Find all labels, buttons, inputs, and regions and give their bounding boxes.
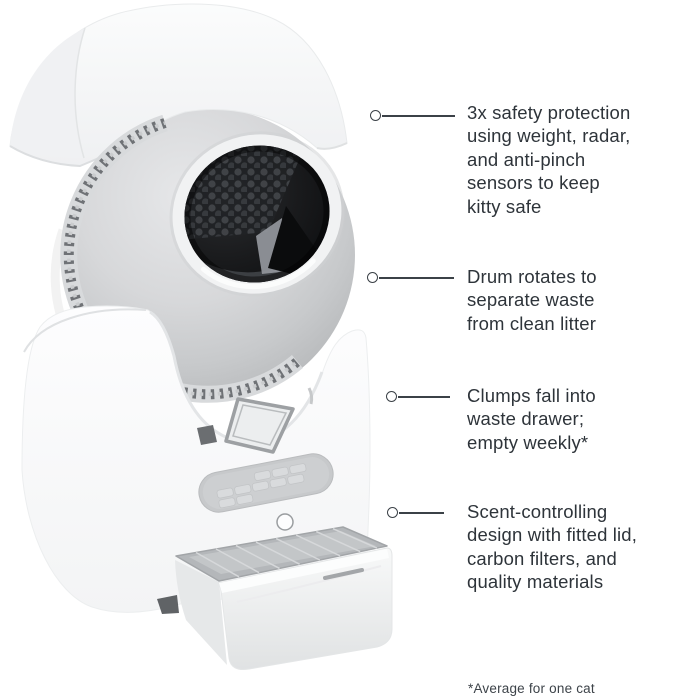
callout-dot-icon (370, 110, 381, 121)
callout-dot-icon (387, 507, 398, 518)
callout-dot-icon (386, 391, 397, 402)
callout-dot-icon (367, 272, 378, 283)
drawer-lid-ribs (195, 528, 378, 578)
callout-line (379, 277, 454, 279)
base-unit (21, 305, 371, 613)
waste-drawer (157, 526, 393, 670)
control-keypad (198, 453, 334, 513)
status-light (276, 513, 294, 531)
callout-line (399, 512, 444, 514)
dome-lid (9, 3, 348, 168)
drawer-side (175, 560, 227, 665)
footnote: *Average for one cat (468, 681, 595, 696)
drawer-handle (323, 568, 364, 580)
callout-text-clumps: Clumps fall into waste drawer; empty wee… (467, 385, 596, 453)
callout-line (398, 396, 450, 398)
drum-opening (169, 131, 345, 297)
callout-text-safety: 3x safety protection using weight, radar… (467, 102, 631, 217)
callout-text-scent: Scent-controlling design with fitted lid… (467, 501, 638, 593)
callout-line (382, 115, 455, 117)
callout-text-drum: Drum rotates to separate waste from clea… (467, 266, 597, 334)
drawer-slot-shadow (157, 595, 179, 614)
